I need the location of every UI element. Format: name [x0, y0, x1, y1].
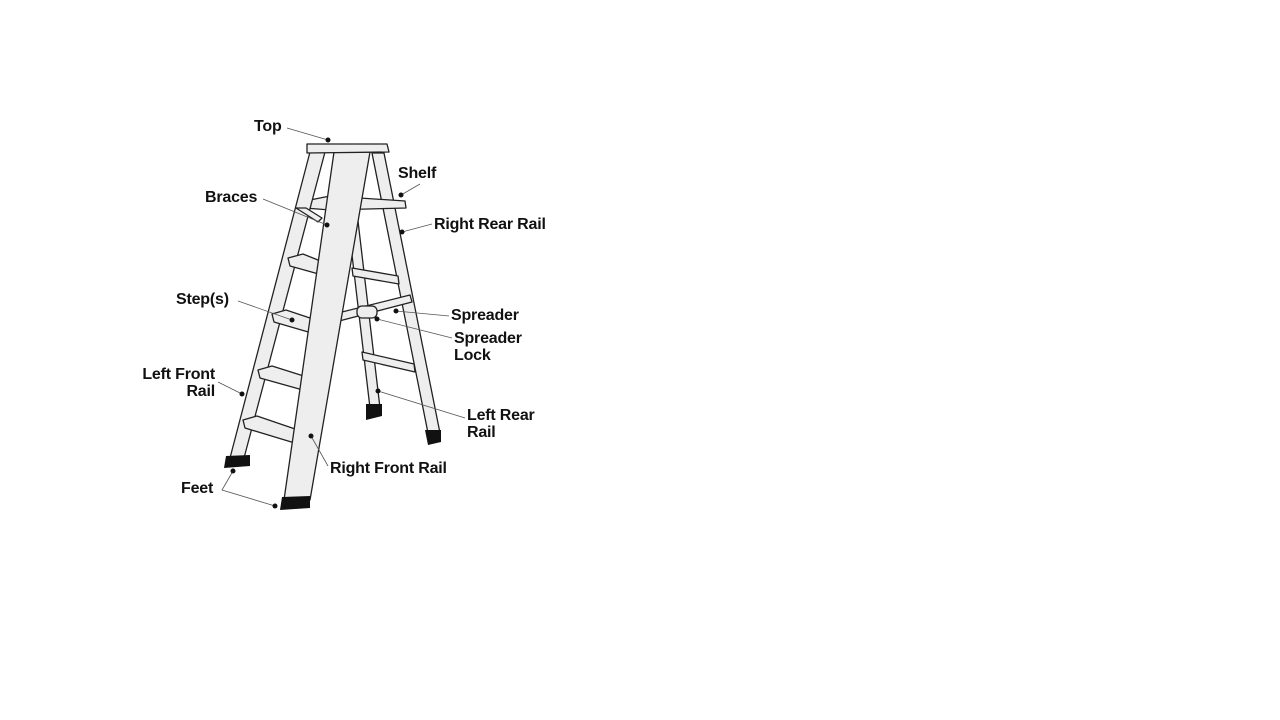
foot [366, 404, 382, 420]
foot [425, 430, 441, 445]
label-line: Rail [186, 383, 215, 400]
label-steps: Step(s) [176, 291, 229, 308]
label-dots [230, 137, 405, 509]
label-left-front-rail: Left Front Rail [114, 366, 215, 400]
spreader-lock [356, 305, 378, 319]
label-feet: Feet [181, 480, 214, 497]
label-line: Left Front [142, 366, 215, 383]
foot [224, 455, 250, 468]
label-line: Rail [467, 424, 496, 441]
leader-lines [217, 127, 466, 507]
label-right-front-rail: Right Front Rail [330, 460, 447, 477]
label-braces: Braces [205, 189, 258, 206]
top-platform [306, 143, 390, 154]
label-top: Top [254, 118, 282, 135]
label-line: Lock [454, 347, 491, 364]
rear-rung [351, 267, 400, 285]
label-shelf: Shelf [398, 165, 437, 182]
step [242, 415, 299, 445]
label-spreader: Spreader [451, 307, 519, 324]
label-left-rear-rail: Left Rear Rail [467, 407, 535, 441]
label-right-rear-rail: Right Rear Rail [434, 216, 546, 233]
label-line: Left Rear [467, 407, 535, 424]
foot [280, 496, 310, 510]
label-line: Spreader [454, 330, 522, 347]
label-spreader-lock: Spreader Lock [454, 330, 522, 364]
rear-rung [361, 351, 416, 373]
brace [295, 207, 323, 223]
right-rear-rail [371, 152, 441, 434]
